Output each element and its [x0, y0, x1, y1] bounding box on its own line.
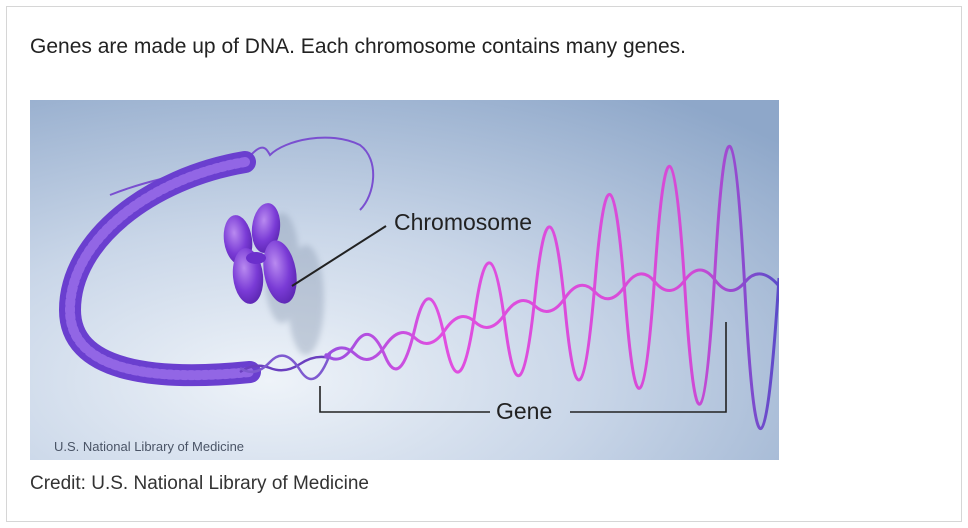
- gene-chromosome-figure: Chromosome Gene U.S. National Library of…: [30, 100, 779, 460]
- dna-strand-purple-a: [239, 355, 331, 374]
- chromosome-illustration: [223, 203, 297, 304]
- figure-background: [30, 100, 779, 460]
- chromatin-arc-texture: [64, 157, 255, 381]
- chromosome-leader-line: [291, 225, 387, 287]
- figure-svg: Chromosome Gene U.S. National Library of…: [30, 100, 779, 460]
- chromosome-label: Chromosome: [394, 209, 532, 235]
- content-card: Genes are made up of DNA. Each chromosom…: [6, 6, 962, 522]
- image-credit: Credit: U.S. National Library of Medicin…: [30, 473, 369, 494]
- figure-watermark: U.S. National Library of Medicine: [54, 439, 244, 454]
- gene-bracket: [319, 322, 727, 413]
- gene-label: Gene: [496, 398, 552, 424]
- gene-strand-b: [323, 145, 779, 430]
- intro-text: Genes are made up of DNA. Each chromosom…: [30, 35, 687, 58]
- gene-strand-a: [323, 268, 779, 361]
- dna-strand-purple-b: [239, 353, 332, 381]
